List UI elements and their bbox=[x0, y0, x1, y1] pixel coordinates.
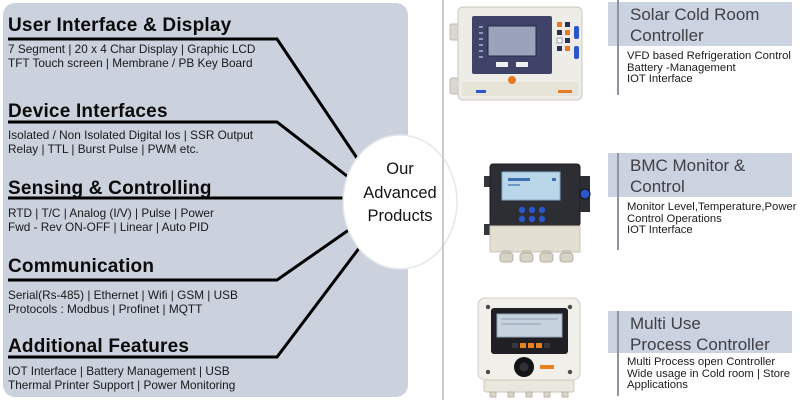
feature-description: IOT Interface | Battery Management | USB… bbox=[8, 364, 236, 393]
connector-port bbox=[579, 188, 591, 200]
brand-logo bbox=[476, 90, 486, 93]
feature-description: RTD | T/C | Analog (I/V) | Pulse | Power… bbox=[8, 206, 214, 235]
product-desc-line: IOT Interface bbox=[627, 73, 693, 86]
product-card-solar: Solar Cold Room Controller VFD based Ref… bbox=[608, 0, 796, 95]
feature-desc-line: RTD | T/C | Analog (I/V) | Pulse | Power bbox=[8, 206, 214, 220]
product-title-line: Control bbox=[630, 177, 685, 196]
product-desc-line: Wide usage in Cold room | Store bbox=[627, 367, 791, 380]
product-title: BMC Monitor & Control bbox=[608, 153, 792, 197]
feature-section-user-interface: User Interface & Display 7 Segment | 20 … bbox=[8, 13, 255, 71]
feature-heading: Additional Features bbox=[8, 336, 190, 357]
connector-line-5 bbox=[8, 242, 365, 359]
product-title-line: Process Controller bbox=[630, 335, 770, 354]
product-desc-line: IOT Interface bbox=[627, 224, 693, 237]
terminal-feet bbox=[489, 391, 569, 398]
product-desc-line: Multi Process open Controller bbox=[627, 356, 776, 368]
lcd-text bbox=[508, 184, 520, 186]
product-desc-line: Control Operations bbox=[627, 212, 722, 225]
panel-button bbox=[516, 62, 528, 67]
feature-desc-line: 7 Segment | 20 x 4 Char Display | Graphi… bbox=[8, 42, 256, 56]
lcd-text bbox=[501, 323, 541, 325]
bubble-line-2: Advanced bbox=[363, 183, 437, 202]
feature-desc-line: TFT Touch screen | Membrane / PB Key Boa… bbox=[8, 55, 253, 70]
accent-line bbox=[617, 153, 619, 250]
feature-desc-line: Fwd - Rev ON-OFF | Linear | Auto PID bbox=[8, 219, 209, 234]
terminal-cover bbox=[483, 379, 575, 393]
product-title-line: Solar Cold Room bbox=[630, 5, 760, 24]
product-card-multi-use: Multi Use Process Controller Multi Proce… bbox=[608, 311, 796, 396]
lcd-screen bbox=[496, 313, 563, 338]
feature-heading: User Interface & Display bbox=[8, 15, 232, 36]
center-bubble-shape bbox=[342, 134, 458, 270]
product-desc-line: Battery -Management bbox=[627, 61, 736, 74]
bmc-monitor-control-image bbox=[484, 163, 591, 263]
feature-heading: Communication bbox=[8, 256, 155, 277]
product-title: Multi Use Process Controller bbox=[608, 311, 792, 354]
mount-tab bbox=[484, 224, 490, 235]
connector-line-4 bbox=[8, 225, 354, 282]
feature-description: 7 Segment | 20 x 4 Char Display | Graphi… bbox=[8, 42, 256, 71]
bubble-line-1: Our bbox=[386, 160, 414, 178]
multi-use-process-controller-image bbox=[477, 297, 581, 398]
feature-heading: Device Interfaces bbox=[8, 101, 168, 122]
accent-line bbox=[617, 0, 619, 95]
keypad-buttons bbox=[518, 206, 546, 223]
product-description: Monitor Level,Temperature,Power Control … bbox=[608, 201, 797, 237]
keypad-buttons bbox=[512, 343, 550, 348]
lcd-text bbox=[501, 318, 558, 320]
features-panel bbox=[3, 3, 408, 397]
product-desc-line: VFD based Refrigeration Control bbox=[627, 50, 791, 62]
keypad bbox=[556, 22, 579, 59]
accent-line bbox=[617, 311, 619, 396]
panel-button bbox=[496, 62, 508, 67]
feature-desc-line: Isolated / Non Isolated Digital Ios | SS… bbox=[8, 128, 254, 142]
connector-line-2 bbox=[8, 120, 357, 185]
connector-line-1 bbox=[8, 37, 367, 171]
brand-logo bbox=[558, 90, 572, 93]
solar-cold-room-controller-image bbox=[449, 6, 583, 101]
feature-section-device-interfaces: Device Interfaces Isolated / Non Isolate… bbox=[8, 99, 253, 157]
feature-description: Isolated / Non Isolated Digital Ios | SS… bbox=[8, 128, 254, 157]
feature-desc-line: Protocols : Modbus | Profinet | MQTT bbox=[8, 301, 203, 316]
center-bubble-label: Our Advanced Products bbox=[338, 158, 462, 229]
cable-glands bbox=[499, 250, 574, 263]
device-flange bbox=[462, 82, 578, 96]
product-title-line: BMC Monitor & bbox=[630, 156, 746, 175]
bubble-line-3: Products bbox=[367, 207, 433, 225]
control-knob-center bbox=[519, 362, 529, 372]
power-indicator bbox=[508, 76, 516, 84]
feature-desc-line: Serial(Rs-485) | Ethernet | Wifi | GSM |… bbox=[8, 288, 238, 302]
feature-section-additional-features: Additional Features IOT Interface | Batt… bbox=[8, 334, 235, 393]
mount-tab bbox=[484, 176, 490, 187]
vertical-divider bbox=[442, 0, 444, 400]
lcd-text bbox=[508, 178, 530, 181]
product-title-line: Controller bbox=[630, 26, 704, 45]
lcd-screen bbox=[487, 25, 537, 57]
feature-heading: Sensing & Controlling bbox=[8, 178, 212, 199]
product-description: Multi Process open Controller Wide usage… bbox=[608, 356, 796, 392]
corner-screws bbox=[485, 304, 573, 375]
feature-desc-line: IOT Interface | Battery Management | USB bbox=[8, 364, 230, 378]
product-title-line: Multi Use bbox=[630, 314, 701, 333]
device-bottom bbox=[489, 225, 581, 253]
feature-desc-line: Thermal Printer Support | Power Monitori… bbox=[8, 377, 236, 392]
product-card-bmc: BMC Monitor & Control Monitor Level,Temp… bbox=[608, 153, 797, 250]
feature-section-sensing-controlling: Sensing & Controlling RTD | T/C | Analog… bbox=[8, 176, 214, 235]
lcd-text bbox=[552, 178, 556, 181]
brand-logo bbox=[540, 365, 554, 369]
feature-section-communication: Communication Serial(Rs-485) | Ethernet … bbox=[8, 254, 238, 317]
feature-description: Serial(Rs-485) | Ethernet | Wifi | GSM |… bbox=[8, 288, 238, 317]
led-indicators bbox=[479, 26, 483, 58]
product-title: Solar Cold Room Controller bbox=[608, 2, 792, 46]
product-description: VFD based Refrigeration Control Battery … bbox=[608, 50, 796, 86]
product-desc-line: Applications bbox=[627, 379, 688, 392]
product-desc-line: Monitor Level,Temperature,Power bbox=[627, 201, 797, 213]
feature-desc-line: Relay | TTL | Burst Pulse | PWM etc. bbox=[8, 141, 199, 156]
